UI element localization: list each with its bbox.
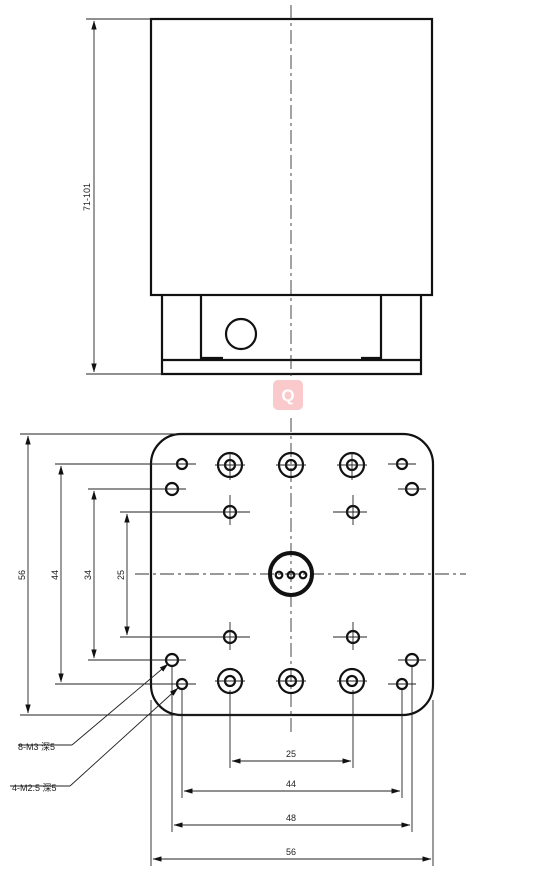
dim-label-56-vertical: 56 — [17, 570, 27, 580]
dim-label-25-horizontal: 25 — [286, 749, 296, 759]
dim-label-44-vertical: 44 — [50, 570, 60, 580]
side-view-base — [160, 295, 423, 376]
callout-leader-m3 — [71, 663, 169, 746]
side-view-height-label: 71-101 — [82, 183, 92, 211]
dim-label-48-horizontal: 48 — [286, 813, 296, 823]
side-view: 71-101 — [82, 5, 434, 380]
connector-pin — [286, 570, 296, 580]
side-view-body — [149, 17, 434, 297]
hole-centerlines — [158, 452, 426, 685]
connector-pin — [298, 570, 308, 580]
watermark-glyph: Q — [281, 386, 294, 405]
watermark-logo: Q — [273, 380, 303, 410]
callout-m25: 4-M2.5 深5 — [12, 783, 57, 793]
callout-m3: 8-M3 深5 — [18, 742, 55, 752]
connector-pin — [274, 570, 284, 580]
dim-label-25-vertical: 25 — [116, 570, 126, 580]
side-view-port-circle — [224, 317, 258, 351]
top-view: 56 44 34 25 25 44 48 56 — [10, 418, 466, 866]
dim-label-56-horizontal: 56 — [286, 847, 296, 857]
center-connector — [268, 551, 314, 597]
dim-label-44-horizontal: 44 — [286, 779, 296, 789]
dim-label-34-vertical: 34 — [83, 570, 93, 580]
callout-leader-m25 — [69, 687, 179, 787]
